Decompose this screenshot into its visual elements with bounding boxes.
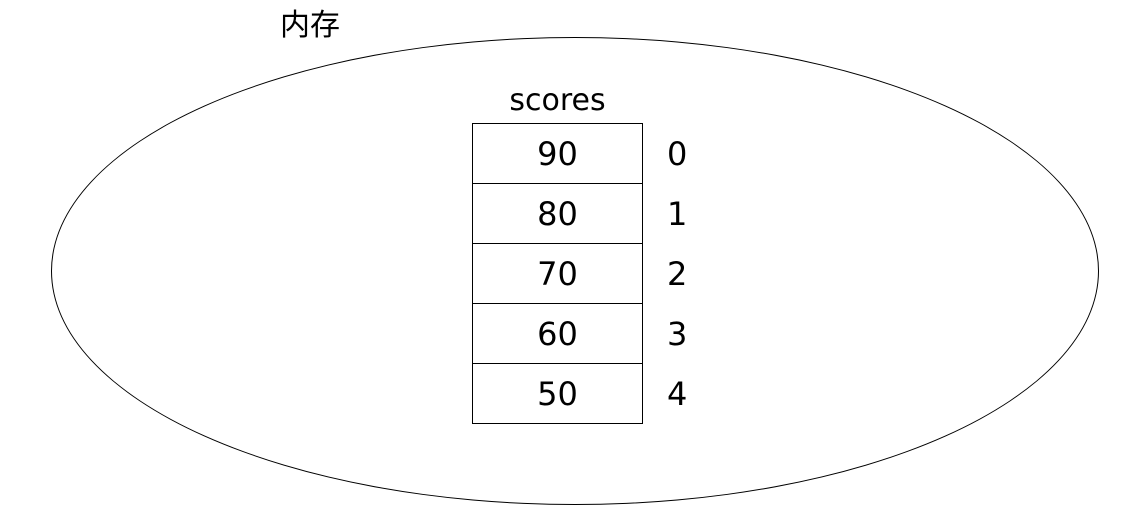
array-index-3: 3 (667, 315, 688, 353)
array-cell-4: 50 (472, 364, 643, 424)
array-cell-1: 80 (472, 184, 643, 244)
array-cell-0: 90 (472, 123, 643, 184)
array-cell-3: 60 (472, 304, 643, 364)
array-row: 90 0 (472, 123, 691, 184)
array-row: 60 3 (472, 304, 691, 364)
array-row: 80 1 (472, 184, 691, 244)
scores-array: scores 90 0 80 1 70 2 60 3 50 4 (472, 82, 691, 424)
array-index-0: 0 (667, 134, 688, 173)
array-cell-2: 70 (472, 244, 643, 304)
array-row: 70 2 (472, 244, 691, 304)
memory-boundary-ellipse (51, 37, 1099, 505)
array-cells: 90 0 80 1 70 2 60 3 50 4 (472, 123, 691, 424)
array-index-1: 1 (667, 195, 688, 233)
array-row: 50 4 (472, 364, 691, 424)
memory-label: 内存 (280, 8, 340, 43)
array-index-4: 4 (667, 375, 688, 413)
array-index-2: 2 (667, 255, 688, 293)
array-name-label: scores (509, 83, 606, 118)
